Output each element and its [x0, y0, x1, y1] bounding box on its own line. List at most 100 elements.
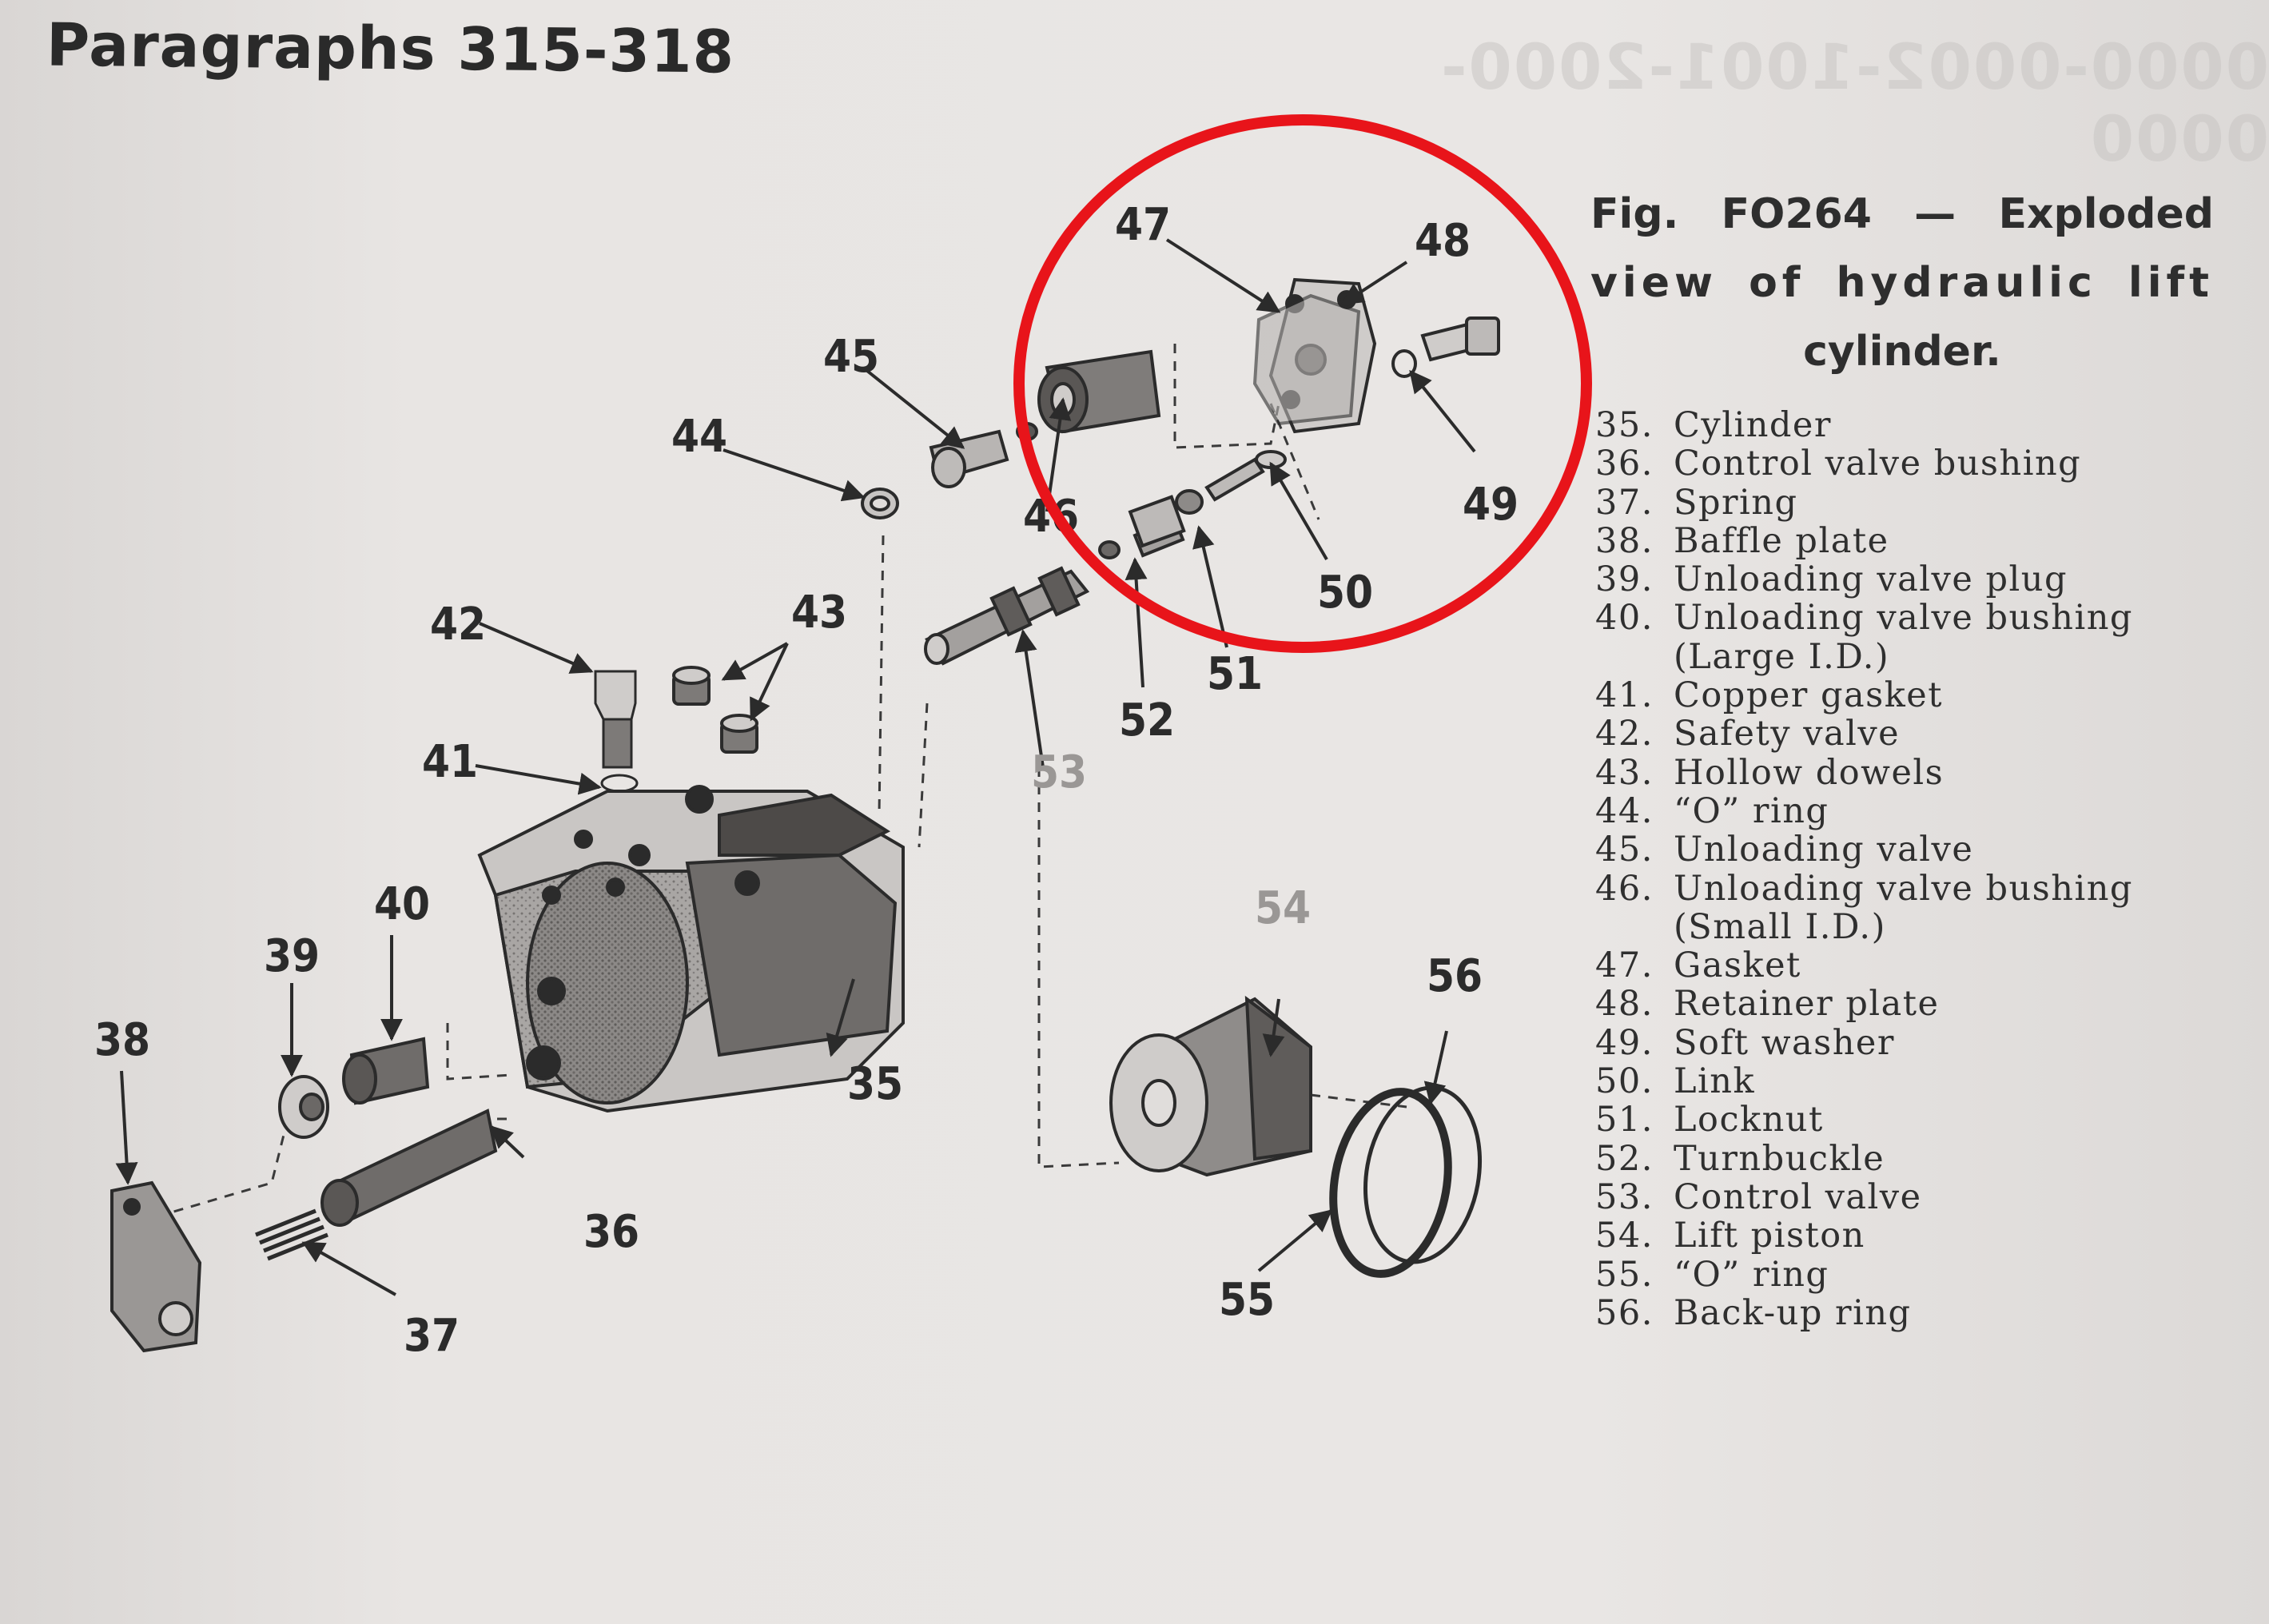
bushings-and-springs	[255, 1037, 498, 1261]
legend-number: 54.	[1595, 1216, 1654, 1256]
legend-number: 38.	[1595, 520, 1654, 561]
legend-item: 40. Unloading valve bushing	[1595, 598, 2251, 639]
legend-item: 38.Baffle plate	[1595, 520, 2251, 561]
legend-number: 43.	[1595, 752, 1654, 793]
legend-number: 41.	[1595, 675, 1654, 716]
legend-text: (Large I.D.)	[1674, 636, 1890, 677]
callout-numbers: 35 36 37 38 39 40 41 42 43 44 45 46 47 4…	[94, 199, 1519, 1362]
legend-number: 36.	[1595, 444, 1654, 484]
legend-number: 48.	[1595, 984, 1654, 1025]
legend-text: “O” ring	[1674, 1254, 1829, 1295]
legend-number: 53.	[1595, 1176, 1654, 1217]
legend-text: (Small I.D.)	[1674, 906, 1886, 947]
retainer-plate-group	[1252, 277, 1500, 434]
legend-item: 48. Retainer plate	[1595, 984, 2251, 1025]
legend-text: Copper gasket	[1674, 675, 1944, 716]
legend-item: 43. Hollow dowels	[1595, 752, 2251, 793]
legend-number: 39.	[1595, 559, 1654, 600]
callout-label: 44	[671, 411, 727, 463]
legend-item: 42. Safety valve	[1595, 714, 2251, 754]
legend-item: 52. Turnbuckle	[1595, 1138, 2251, 1179]
legend-number: 42.	[1595, 714, 1654, 754]
legend-text: Back-up ring	[1674, 1292, 1912, 1333]
legend-item: 46. Unloading valve bushing	[1595, 868, 2251, 909]
legend-text: Unloading valve bushing	[1674, 868, 2133, 909]
legend-number: 55.	[1595, 1254, 1654, 1295]
legend-number: 50.	[1595, 1061, 1654, 1102]
legend-text: “O” ring	[1674, 790, 1829, 831]
callout-label: 54	[1255, 882, 1311, 934]
figure-caption: Fig. FO264 — Exploded view of hydraulic …	[1590, 180, 2214, 386]
callout-label: 35	[847, 1058, 903, 1110]
callout-label: 37	[404, 1310, 460, 1362]
legend-number: 37.	[1595, 482, 1654, 523]
legend-item: 39.Unloading valve plug	[1595, 560, 2251, 599]
legend-text: Spring	[1674, 482, 1798, 523]
callout-label: 55	[1219, 1274, 1275, 1326]
legend-text: Retainer plate	[1674, 984, 1940, 1025]
legend-item: 49.Soft washer	[1595, 1022, 2251, 1063]
control-valve	[924, 566, 1090, 666]
legend-item: 56. Back-up ring	[1595, 1292, 2251, 1333]
callout-label: 40	[374, 878, 430, 930]
legend-item: 41. Copper gasket	[1595, 675, 2251, 716]
safety-valve	[594, 670, 639, 793]
legend-number: 35.	[1595, 405, 1654, 445]
callout-label: 39	[264, 930, 320, 982]
callout-label: 41	[422, 736, 478, 788]
legend-text: Unloading valve bushing	[1674, 598, 2133, 639]
unloading-valve-group	[861, 349, 1161, 519]
legend-number: 51.	[1595, 1100, 1654, 1140]
legend-item: 53. Control valve	[1595, 1176, 2251, 1217]
callout-label: 52	[1119, 695, 1175, 746]
callout-label: 49	[1463, 479, 1519, 531]
legend-text: Hollow dowels	[1674, 752, 1945, 793]
caption-line-2: view of hydraulic lift	[1590, 259, 2214, 307]
callout-label: 45	[823, 331, 879, 383]
callout-label: 56	[1427, 950, 1483, 1002]
baffle-plate	[110, 1180, 202, 1353]
caption-line-1: Fig. FO264 — Exploded	[1590, 190, 2214, 238]
callout-label: 42	[430, 599, 486, 651]
red-highlight-circle	[1013, 114, 1592, 653]
callout-arrows	[115, 238, 1476, 1296]
legend-item: 50. Link	[1595, 1062, 2251, 1101]
legend-item: 44. “O” ring	[1595, 790, 2251, 831]
hollow-dowels	[672, 666, 758, 754]
legend-number: 44.	[1595, 790, 1654, 831]
callout-label: 51	[1207, 648, 1263, 700]
legend-item: 36. Control valve bushing	[1595, 444, 2251, 484]
parts-legend: 35. Cylinder 36. Control valve bushing 37.…	[1595, 406, 2251, 1332]
legend-number: 52.	[1595, 1138, 1654, 1179]
legend-text: Safety valve	[1674, 714, 1901, 754]
callout-label: 36	[583, 1206, 639, 1258]
legend-item-continued: (Small I.D.)	[1595, 908, 2251, 946]
callout-label: 47	[1115, 199, 1171, 251]
legend-item: 51. Locknut	[1595, 1100, 2251, 1140]
legend-text: Unloading valve	[1674, 830, 1974, 870]
legend-number: 40.	[1595, 598, 1654, 639]
legend-number: 45.	[1595, 830, 1654, 870]
legend-item: 35. Cylinder	[1595, 405, 2251, 445]
legend-text: Locknut	[1674, 1100, 1824, 1140]
legend-text: Cylinder	[1674, 405, 1832, 445]
caption-line-3: cylinder.	[1803, 328, 2001, 376]
legend-text: Link	[1674, 1061, 1756, 1102]
legend-item: 55. “O” ring	[1595, 1254, 2251, 1295]
callout-label: 43	[791, 587, 847, 639]
cylinder-body	[477, 785, 905, 1113]
callout-label: 50	[1317, 567, 1373, 619]
legend-text: Control valve bushing	[1674, 444, 2082, 484]
legend-number: 56.	[1595, 1292, 1654, 1333]
legend-text: Soft washer	[1674, 1022, 1895, 1063]
lift-piston-and-rings	[1109, 995, 1483, 1278]
legend-item: 47.Gasket	[1595, 946, 2251, 985]
callout-label: 48	[1415, 215, 1471, 267]
legend-item-continued: (Large I.D.)	[1595, 638, 2251, 676]
legend-text: Control valve	[1674, 1176, 1922, 1217]
legend-text: Turnbuckle	[1674, 1138, 1885, 1179]
legend-item: 45. Unloading valve	[1595, 830, 2251, 870]
legend-number: 46.	[1595, 868, 1654, 909]
